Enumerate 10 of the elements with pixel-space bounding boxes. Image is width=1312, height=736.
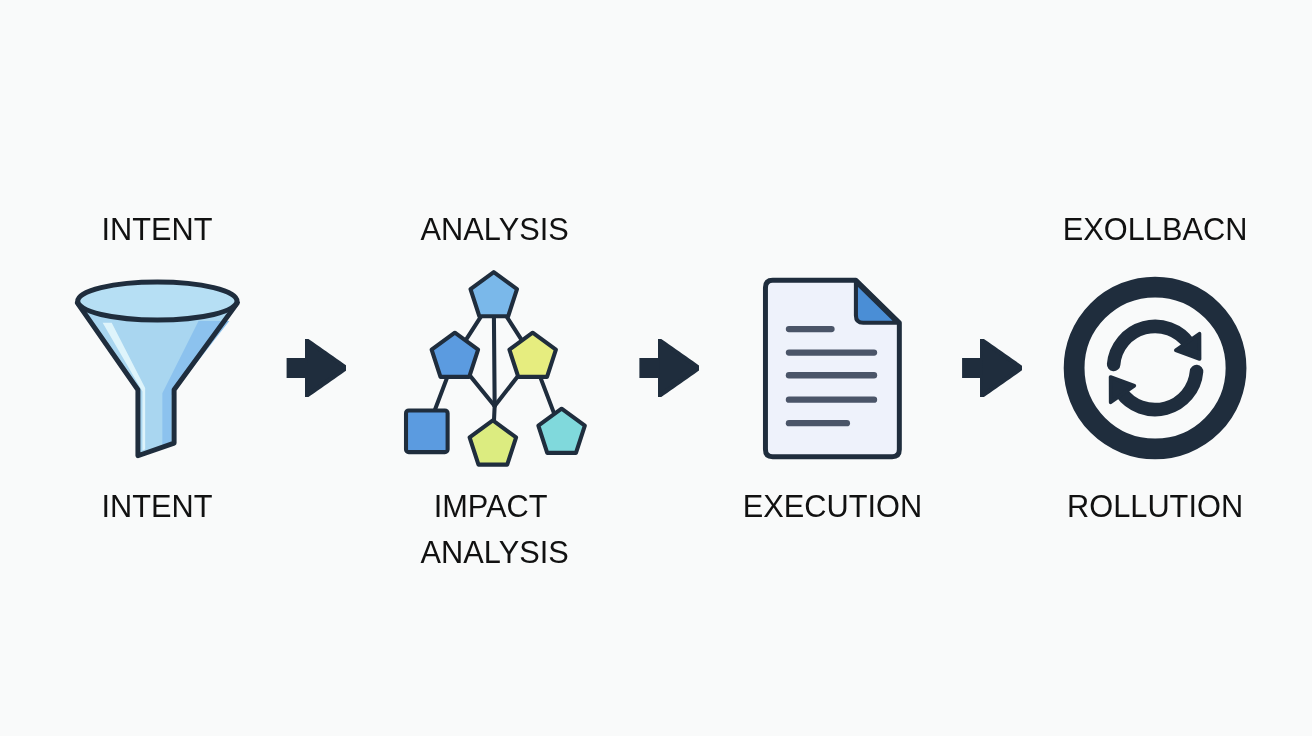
arrow (639, 337, 702, 399)
node-label: EXECUTION (742, 488, 923, 524)
arrow (962, 337, 1024, 399)
node-label: EXOLLBACN (1062, 211, 1248, 247)
node-label: INTENT (101, 488, 213, 524)
node-label: ANALYSIS (420, 211, 569, 247)
node-label: ROLLUTION (1067, 488, 1244, 524)
node-label: INTENT (101, 211, 213, 247)
arrow (286, 337, 349, 399)
node-label: IMPACT ANALYSIS (420, 488, 569, 570)
